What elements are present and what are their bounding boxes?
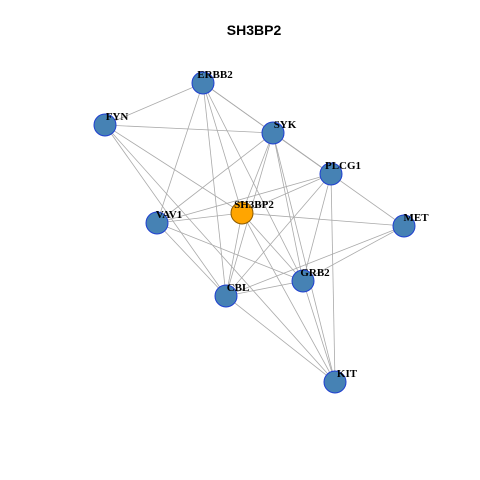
node-label-vav1: VAV1 [156,209,183,221]
node-plcg1 [319,162,343,186]
edge-plcg1-cbl [225,173,332,297]
node-cbl [214,284,238,308]
edge-erbb2-fyn [104,82,204,126]
edge-syk-vav1 [156,132,274,224]
edge-syk-grb2 [272,132,304,282]
edge-grb2-cbl [225,280,304,297]
node-label-fyn: FYN [106,111,129,123]
edge-fyn-sh3bp2 [104,124,243,214]
edge-sh3bp2-cbl [225,212,243,297]
node-label-syk: SYK [274,119,297,131]
edge-syk-sh3bp2 [241,132,274,214]
node-label-sh3bp2: SH3BP2 [234,199,274,211]
edge-vav1-grb2 [156,222,304,282]
edge-fyn-kit [104,124,336,383]
edge-sh3bp2-vav1 [156,212,243,224]
node-label-met: MET [403,212,429,224]
node-label-grb2: GRB2 [300,267,330,279]
node-label-cbl: CBL [227,282,250,294]
edge-erbb2-sh3bp2 [202,82,243,214]
node-layer [93,71,416,394]
edge-cbl-kit [225,295,336,383]
edge-fyn-syk [104,124,274,134]
node-vav1 [145,211,169,235]
edge-plcg1-vav1 [156,173,332,224]
edge-sh3bp2-kit [241,212,336,383]
edge-grb2-kit [302,280,336,383]
node-syk [261,121,285,145]
node-label-erbb2: ERBB2 [197,69,233,81]
node-label-plcg1: PLCG1 [325,160,361,172]
node-sh3bp2 [230,201,254,225]
edge-syk-kit [272,132,336,383]
edge-plcg1-grb2 [302,173,332,282]
node-grb2 [291,269,315,293]
node-label-kit: KIT [337,368,358,380]
edge-erbb2-vav1 [156,82,204,224]
edge-fyn-cbl [104,124,227,297]
edge-erbb2-cbl [202,82,227,297]
edge-met-grb2 [302,225,405,282]
node-erbb2 [191,71,215,95]
edge-erbb2-grb2 [202,82,304,282]
node-kit [323,370,347,394]
edge-plcg1-sh3bp2 [241,173,332,214]
node-met [392,214,416,238]
edge-met-cbl [225,225,405,297]
edge-sh3bp2-met [241,212,405,227]
diagram-title: SH3BP2 [227,22,282,38]
edge-plcg1-kit [330,173,336,383]
node-fyn [93,113,117,137]
edge-vav1-cbl [156,222,227,297]
